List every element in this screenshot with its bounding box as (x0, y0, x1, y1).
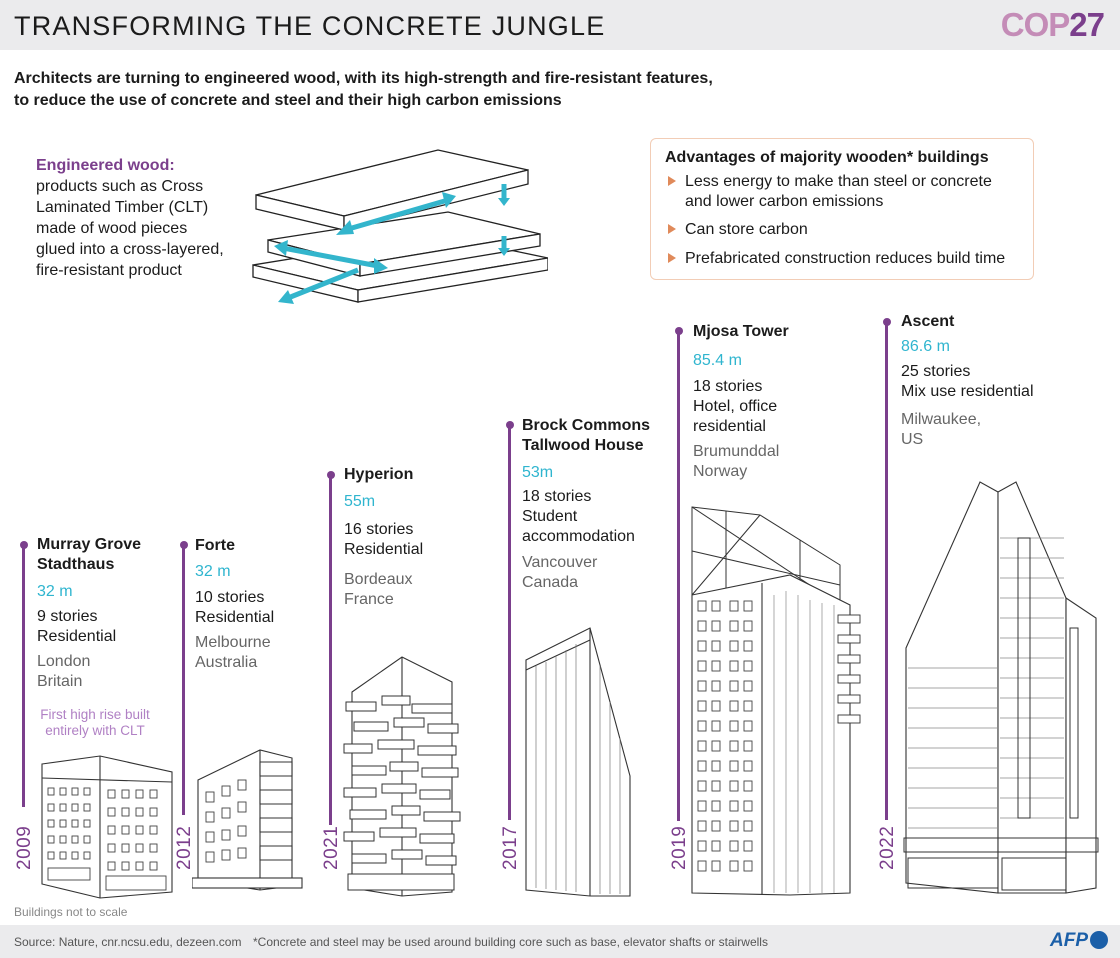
advantage-text: Prefabricated construction reduces build… (685, 249, 1006, 267)
mjosa-tower-drawing (691, 506, 861, 896)
wood-line: made of wood pieces (36, 220, 188, 237)
timeline-line (677, 331, 680, 821)
building-height: 53m (522, 464, 554, 481)
timeline-line (508, 425, 511, 820)
footnote-text: *Concrete and steel may be used around b… (253, 935, 768, 949)
building-height: 85.4 m (693, 352, 742, 369)
year-label: 2021 (321, 825, 342, 870)
year-label: 2019 (669, 825, 690, 870)
timeline-line (329, 475, 332, 825)
building-height: 55m (344, 493, 376, 510)
timeline-line (182, 545, 185, 815)
triangle-bullet-icon (668, 176, 676, 186)
murray-grove-drawing (41, 755, 173, 899)
timeline-line (885, 322, 888, 820)
advantage-text: Less energy to make than steel or concre… (685, 173, 992, 190)
globe-icon (1090, 931, 1108, 949)
building-name: Ascent (901, 313, 955, 330)
intro-line-1: Architects are turning to engineered woo… (14, 70, 713, 87)
footer-bar: Source: Nature, cnr.ncsu.edu, dezeen.com… (0, 925, 1120, 958)
not-to-scale-note: Buildings not to scale (14, 905, 128, 919)
logo-number: 27 (1069, 6, 1105, 43)
list-item: Prefabricated construction reduces build… (665, 249, 1019, 269)
year-label: 2009 (14, 825, 35, 870)
building-name: Mjosa Tower (693, 323, 789, 340)
advantage-text: and lower carbon emissions (685, 192, 884, 210)
forte-drawing (192, 749, 303, 891)
afp-logo: AFP (1050, 930, 1108, 952)
engineered-wood-heading: Engineered wood: (36, 157, 175, 174)
year-label: 2022 (877, 825, 898, 870)
list-item: Can store carbon (665, 220, 1019, 240)
wood-line: fire-resistant product (36, 262, 182, 279)
intro-line-2: to reduce the use of concrete and steel … (14, 92, 562, 109)
ascent-drawing (903, 481, 1099, 894)
cop27-logo: COP27 (1000, 6, 1105, 44)
logo-text: COP (1000, 6, 1071, 43)
timeline-line (22, 545, 25, 807)
wood-line: Laminated Timber (CLT) (36, 199, 209, 216)
building-height: 86.6 m (901, 338, 950, 355)
building-height: 32 m (195, 563, 231, 580)
wood-line: glued into a cross-layered, (36, 241, 224, 258)
triangle-bullet-icon (668, 224, 676, 234)
advantages-box: Advantages of majority wooden* buildings… (650, 138, 1034, 280)
year-label: 2017 (500, 825, 521, 870)
building-height: 32 m (37, 583, 73, 600)
building-location: Milwaukee,US (901, 411, 982, 448)
wood-line: products such as Cross (36, 178, 204, 195)
hyperion-drawing (343, 656, 461, 897)
header-bar: TRANSFORMING THE CONCRETE JUNGLE COP27 (0, 0, 1120, 50)
advantages-list: Less energy to make than steel or concre… (665, 172, 1019, 268)
advantages-heading: Advantages of majority wooden* buildings (665, 149, 989, 166)
brock-commons-drawing (525, 627, 631, 897)
clt-layers-diagram (252, 149, 548, 304)
list-item: Less energy to make than steel or concre… (665, 172, 1019, 211)
engineered-wood-label: Engineered wood: products such as Cross … (36, 155, 256, 281)
advantage-text: Can store carbon (685, 221, 808, 238)
building-name: Hyperion (344, 466, 414, 483)
triangle-bullet-icon (668, 252, 676, 263)
page-title: TRANSFORMING THE CONCRETE JUNGLE (14, 11, 606, 41)
source-text: Source: Nature, cnr.ncsu.edu, dezeen.com (14, 935, 242, 949)
intro-text: Architects are turning to engineered woo… (14, 68, 774, 112)
agency-name: AFP (1050, 930, 1088, 951)
building-name: Forte (195, 537, 235, 554)
